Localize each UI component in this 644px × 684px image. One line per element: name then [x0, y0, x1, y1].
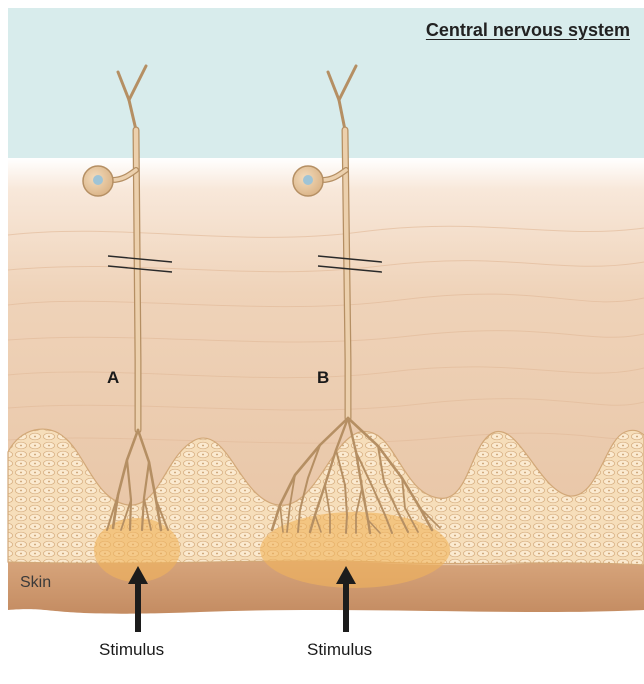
neuron-a — [106, 64, 169, 532]
stimulus-label-b: Stimulus — [307, 640, 373, 659]
receptive-field-b — [260, 512, 450, 588]
neuron-a-break-marks — [107, 255, 173, 273]
neuron-b-break-marks — [317, 255, 383, 273]
stimulus-arrow-a — [128, 566, 148, 632]
cns-region — [8, 8, 644, 158]
skin-base-layer — [8, 560, 644, 614]
skin-label: Skin — [20, 574, 52, 591]
neuron-b-nucleus — [303, 175, 313, 185]
stimulus-label-a: Stimulus — [99, 640, 165, 659]
receptive-field-a — [94, 518, 180, 582]
neuron-a-nucleus — [93, 175, 103, 185]
neuron-a-soma — [82, 165, 114, 197]
stimulus-arrow-b — [336, 566, 356, 632]
neuron-b — [270, 64, 441, 535]
cns-title: Central nervous system — [425, 20, 630, 40]
neuron-b-label: B — [317, 368, 330, 387]
dermis-fibers — [7, 225, 644, 444]
neuron-a-label: A — [107, 368, 120, 387]
neuron-b-soma — [292, 165, 324, 197]
